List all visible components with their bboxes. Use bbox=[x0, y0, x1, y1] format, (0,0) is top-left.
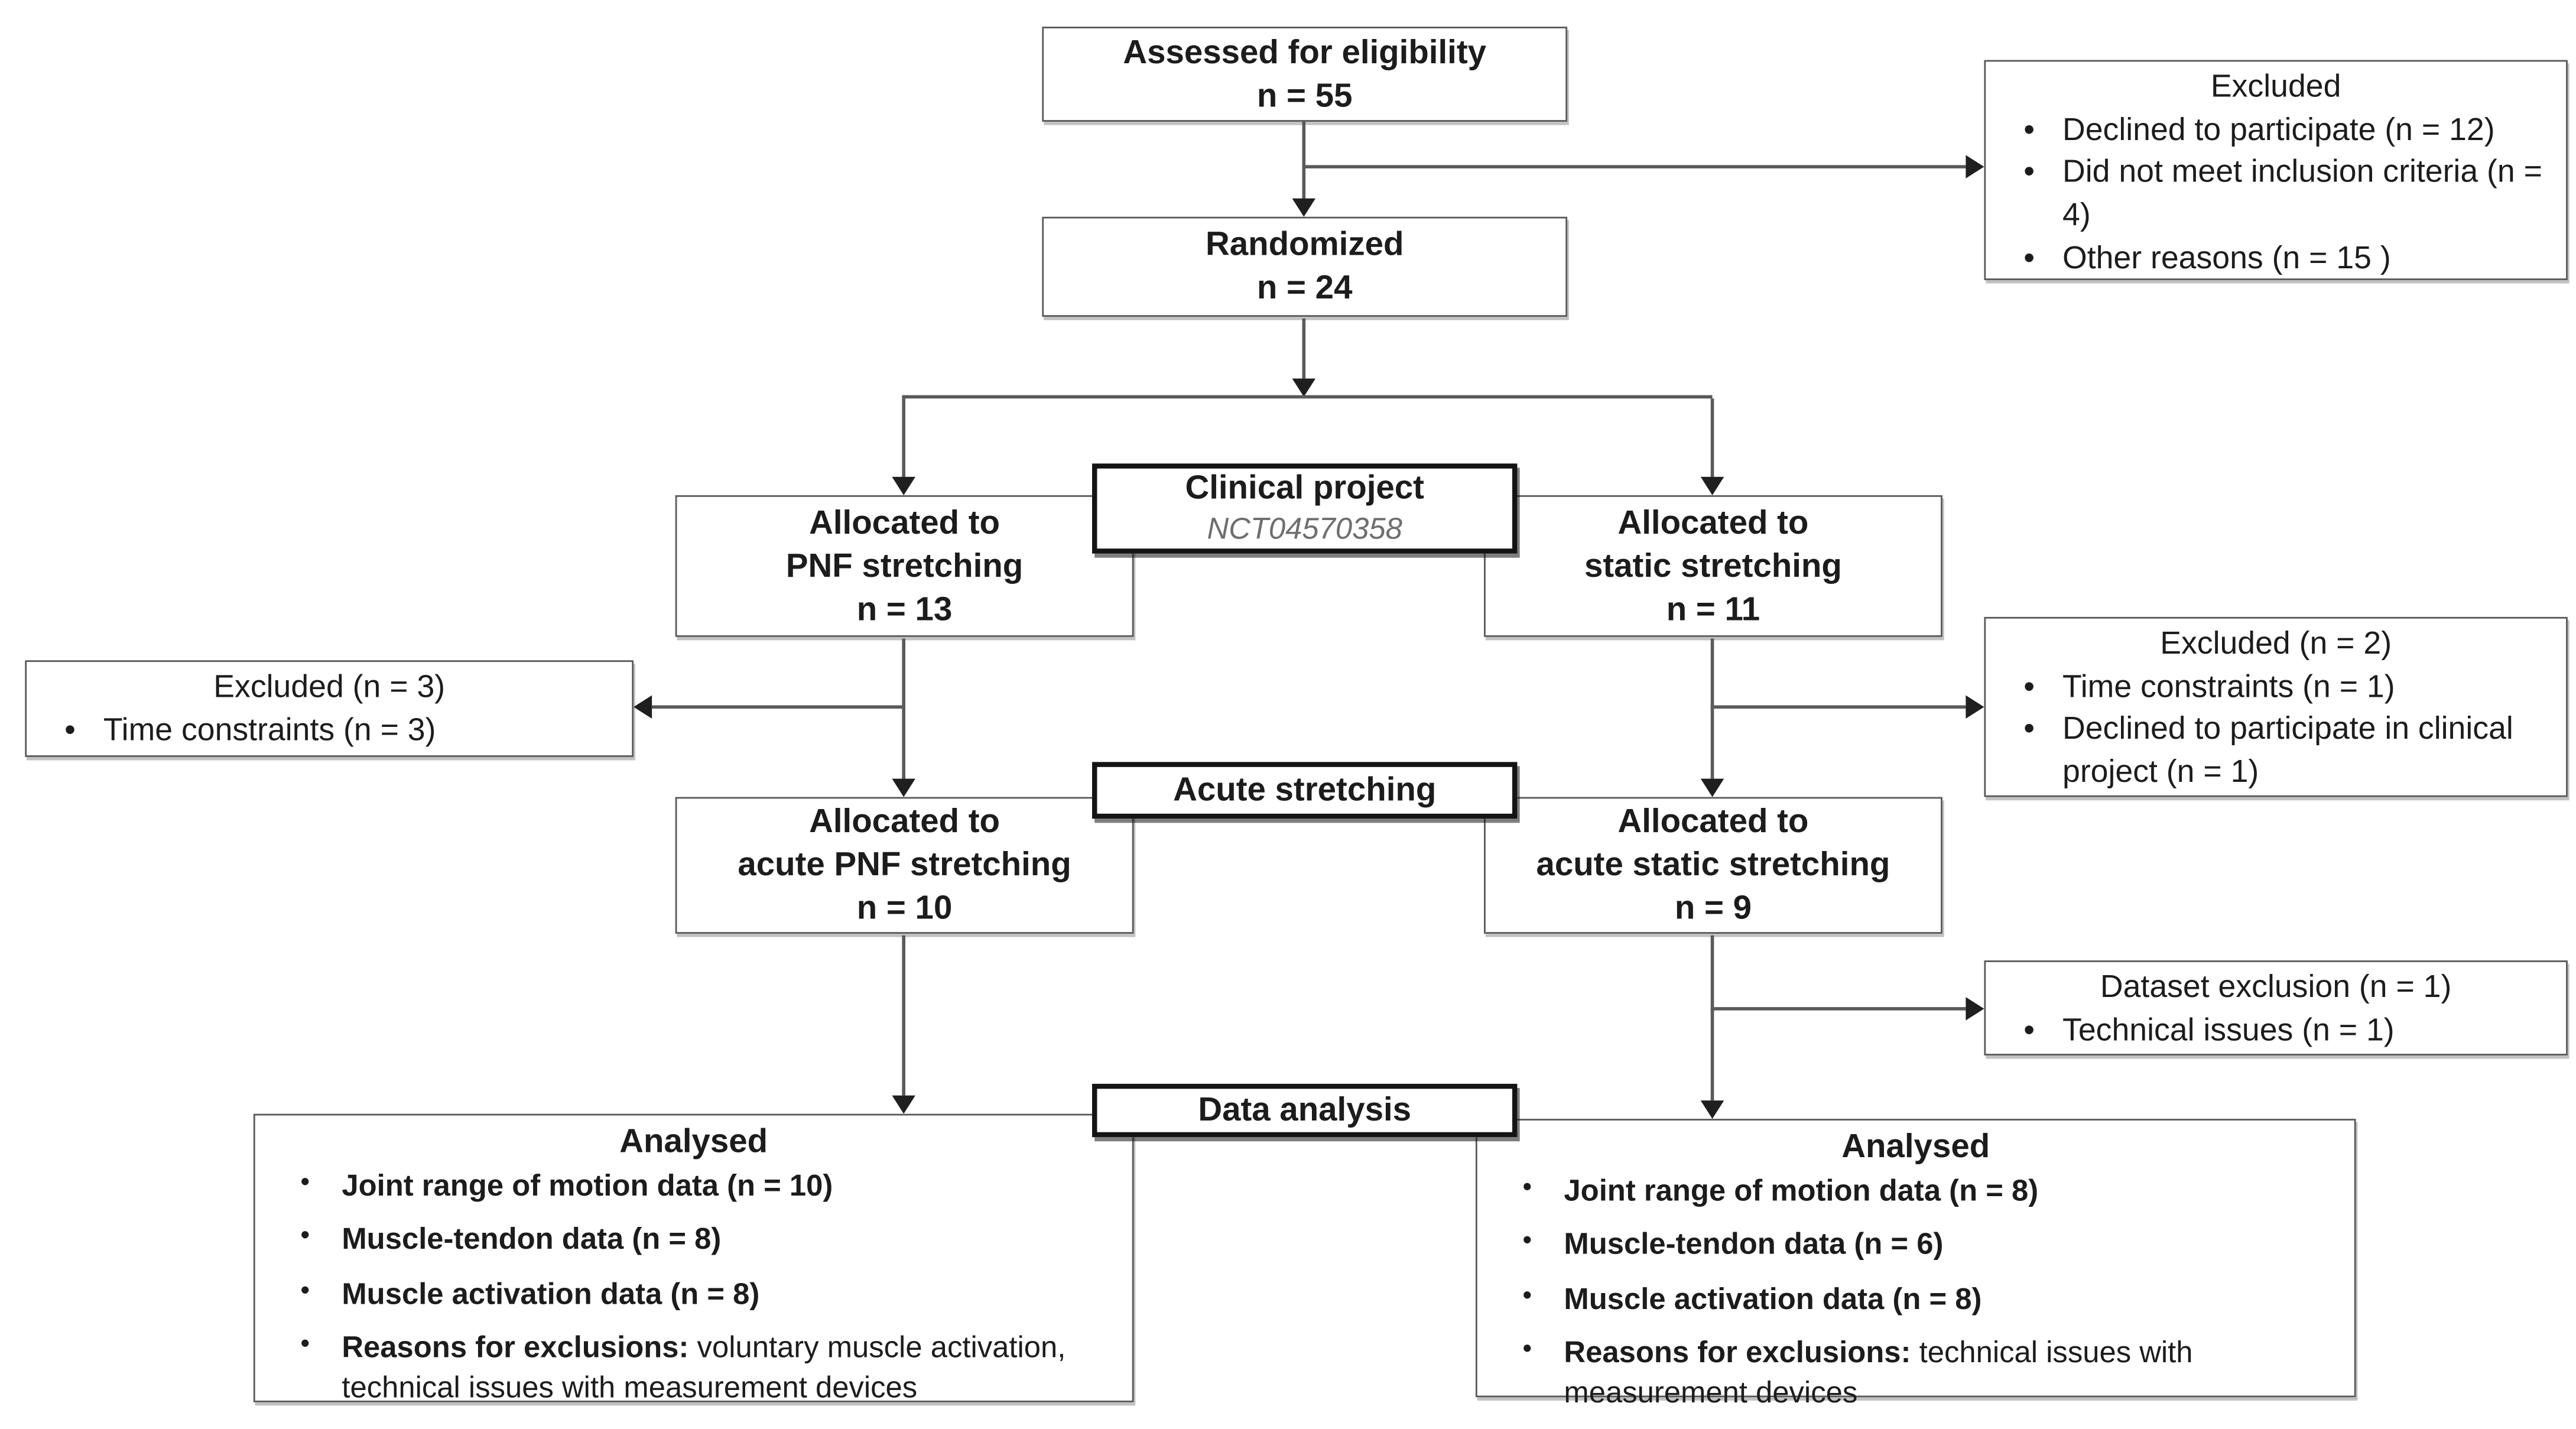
clinical-project-registry-id: NCT04570358 bbox=[1207, 512, 1402, 546]
acute-pnf-line1: Allocated to bbox=[809, 803, 1000, 840]
list-item: • Muscle-tendon data (n = 6) bbox=[1494, 1226, 2338, 1265]
allocated-pnf-count: n = 13 bbox=[856, 591, 953, 628]
dataset-exclusion-title: Dataset exclusion (n = 1) bbox=[2100, 970, 2452, 1006]
list-item: • Reasons for exclusions: voluntary musc… bbox=[272, 1329, 1116, 1407]
excluded-static-box: Excluded (n = 2) • Time constraints (n =… bbox=[1984, 616, 2568, 797]
allocated-static-line1: Allocated to bbox=[1617, 504, 1809, 541]
bullet-icon: • bbox=[1522, 1174, 1532, 1203]
data-analysis-header-box: Data analysis bbox=[1092, 1083, 1518, 1138]
randomized-count: n = 24 bbox=[1256, 270, 1353, 307]
connector-static-to-acute bbox=[1710, 638, 1714, 779]
arrowhead-into-allocated-pnf bbox=[892, 476, 915, 495]
bullet-icon: • bbox=[300, 1330, 310, 1359]
allocated-pnf-line1: Allocated to bbox=[809, 504, 1000, 541]
analysed-pnf-title: Analysed bbox=[619, 1123, 768, 1161]
bullet-icon: • bbox=[1522, 1336, 1532, 1365]
acute-static-line1: Allocated to bbox=[1617, 803, 1809, 840]
analysed-pnf-box: Analysed • Joint range of motion data (n… bbox=[253, 1113, 1134, 1403]
excluded-pnf-title: Excluded (n = 3) bbox=[213, 670, 446, 706]
connector-pnf-to-acute bbox=[902, 638, 905, 779]
connector-branch-horizontal bbox=[902, 395, 1713, 399]
assessed-count: n = 55 bbox=[1256, 77, 1353, 115]
randomized-title: Randomized bbox=[1205, 226, 1404, 264]
connector-assessed-down bbox=[1302, 121, 1306, 200]
arrowhead-into-excluded-pnf bbox=[634, 695, 652, 719]
arrowhead-into-acute-static bbox=[1700, 778, 1724, 797]
arrowhead-at-branch bbox=[1292, 378, 1316, 397]
arrowhead-into-dataset-exclusion bbox=[1966, 997, 1984, 1021]
list-item: • Time constraints (n = 3) bbox=[43, 710, 615, 752]
list-item: • Technical issues (n = 1) bbox=[2002, 1010, 2549, 1053]
connector-to-excluded-pnf bbox=[652, 705, 904, 709]
list-item: • Time constraints (n = 1) bbox=[2002, 667, 2549, 709]
excluded-top-title: Excluded bbox=[2210, 70, 2341, 105]
connector-branch-right-down bbox=[1710, 398, 1714, 477]
analysed-static-box: Analysed • Joint range of motion data (n… bbox=[1475, 1119, 2356, 1408]
acute-stretching-title: Acute stretching bbox=[1173, 772, 1437, 809]
list-item: • Joint range of motion data (n = 10) bbox=[272, 1167, 1116, 1206]
arrowhead-into-analysed-pnf bbox=[892, 1095, 915, 1114]
connector-randomized-down bbox=[1302, 318, 1306, 379]
bullet-icon: • bbox=[2023, 1013, 2035, 1048]
clinical-project-title: Clinical project bbox=[1185, 470, 1424, 508]
list-item: • Declined to participate (n = 12) bbox=[2002, 109, 2549, 152]
arrowhead-into-allocated-static bbox=[1700, 476, 1724, 495]
bullet-icon: • bbox=[2023, 670, 2035, 705]
allocated-pnf-line2: PNF stretching bbox=[785, 547, 1024, 584]
bullet-icon: • bbox=[2023, 112, 2035, 148]
bullet-icon: • bbox=[2023, 712, 2035, 748]
list-item: • Muscle activation data (n = 8) bbox=[272, 1275, 1116, 1314]
randomized-box: Randomized n = 24 bbox=[1042, 216, 1568, 317]
bullet-icon: • bbox=[1522, 1282, 1532, 1310]
allocated-static-box: Allocated to static stretching n = 11 bbox=[1484, 495, 1942, 637]
connector-to-excluded-top bbox=[1302, 165, 1966, 168]
excluded-top-box: Excluded • Declined to participate (n = … bbox=[1984, 60, 2568, 280]
list-item: • Other reasons (n = 15 ) bbox=[2002, 238, 2549, 280]
arrowhead-into-excluded-static bbox=[1966, 695, 1984, 719]
analysed-static-title: Analysed bbox=[1841, 1129, 1990, 1166]
acute-pnf-box: Allocated to acute PNF stretching n = 10 bbox=[675, 797, 1134, 934]
connector-acute-pnf-to-analysed bbox=[902, 935, 905, 1096]
bullet-icon: • bbox=[1522, 1227, 1532, 1256]
dataset-exclusion-box: Dataset exclusion (n = 1) • Technical is… bbox=[1984, 960, 2568, 1055]
acute-pnf-line2: acute PNF stretching bbox=[738, 847, 1071, 884]
allocated-pnf-box: Allocated to PNF stretching n = 13 bbox=[675, 495, 1134, 637]
bullet-icon: • bbox=[2023, 241, 2035, 277]
allocated-static-count: n = 11 bbox=[1666, 591, 1760, 628]
arrowhead-into-excluded-top bbox=[1966, 155, 1984, 178]
bullet-icon: • bbox=[300, 1223, 310, 1252]
bullet-icon: • bbox=[300, 1277, 310, 1305]
assessed-title: Assessed for eligibility bbox=[1123, 34, 1487, 71]
arrowhead-into-randomized bbox=[1292, 198, 1316, 217]
list-item: • Reasons for exclusions: technical issu… bbox=[1494, 1334, 2338, 1412]
acute-pnf-count: n = 10 bbox=[856, 890, 953, 927]
connector-branch-left-down bbox=[902, 398, 905, 477]
clinical-project-header-box: Clinical project NCT04570358 bbox=[1092, 463, 1518, 554]
connector-to-excluded-static bbox=[1710, 705, 1966, 709]
list-item: • Did not meet inclusion criteria (n = 4… bbox=[2002, 152, 2549, 238]
acute-static-line2: acute static stretching bbox=[1536, 847, 1890, 884]
list-item: • Joint range of motion data (n = 8) bbox=[1494, 1172, 2338, 1211]
list-item: • Muscle-tendon data (n = 8) bbox=[272, 1221, 1116, 1260]
acute-static-count: n = 9 bbox=[1674, 890, 1752, 927]
connector-to-dataset-exclusion bbox=[1710, 1007, 1966, 1011]
excluded-pnf-box: Excluded (n = 3) • Time constraints (n =… bbox=[25, 660, 634, 757]
acute-static-box: Allocated to acute static stretching n =… bbox=[1484, 797, 1942, 934]
arrowhead-into-analysed-static bbox=[1700, 1100, 1724, 1119]
list-item: • Muscle activation data (n = 8) bbox=[1494, 1280, 2338, 1319]
assessed-box: Assessed for eligibility n = 55 bbox=[1042, 27, 1568, 122]
allocated-static-line2: static stretching bbox=[1584, 547, 1842, 584]
bullet-icon: • bbox=[64, 713, 76, 748]
excluded-static-title: Excluded (n = 2) bbox=[2160, 626, 2392, 662]
list-item: • Declined to participate in clinical pr… bbox=[2002, 709, 2549, 795]
data-analysis-title: Data analysis bbox=[1198, 1092, 1412, 1129]
arrowhead-into-acute-pnf bbox=[892, 778, 915, 797]
bullet-icon: • bbox=[2023, 155, 2035, 191]
acute-stretching-header-box: Acute stretching bbox=[1092, 762, 1518, 819]
bullet-icon: • bbox=[300, 1168, 310, 1197]
connector-acute-static-to-analysed bbox=[1710, 935, 1714, 1101]
